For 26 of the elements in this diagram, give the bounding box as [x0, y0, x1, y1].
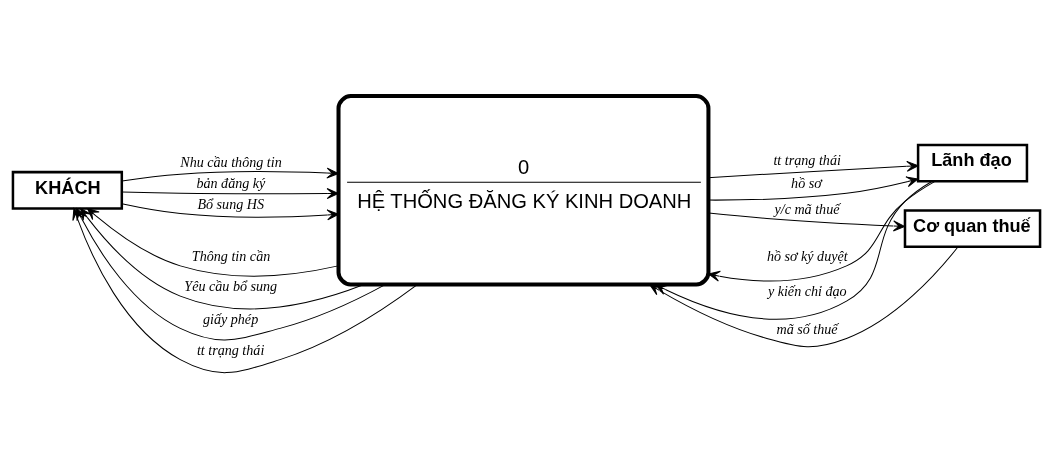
edge-label: hồ sơ — [791, 175, 822, 192]
edge-label: tt trạng thái — [196, 341, 265, 358]
arrow — [708, 176, 919, 201]
arrow — [649, 246, 959, 348]
edge-label: giấy phép — [202, 310, 259, 327]
node-box: 0 HỆ THỐNG ĐĂNG KÝ KINH DOANH — [336, 94, 711, 287]
arrow — [708, 212, 906, 232]
edge-label: hồ sơ ký duyệt — [766, 248, 848, 265]
edge-label: Yêu cầu bổ sung — [184, 278, 278, 295]
node-box: KHÁCH — [11, 170, 124, 210]
edge-label: Bổ sung HS — [197, 195, 265, 212]
arrow — [121, 203, 339, 221]
edge-label: y kiến chỉ đạo — [767, 283, 847, 300]
edge-label: Thông tin cần — [191, 248, 271, 265]
edge-label: tt trạng thái — [773, 152, 841, 169]
arrow — [86, 208, 339, 277]
node-box: Lãnh đạo — [916, 143, 1029, 183]
arrow — [121, 167, 339, 182]
arrow — [707, 160, 919, 179]
edge-label: bản đăng ký — [196, 175, 266, 192]
edge-label: Nhu cầu thông tin — [180, 154, 282, 171]
node-box: Cơ quan thuế — [903, 209, 1042, 248]
arrow — [121, 188, 339, 199]
arrow — [707, 180, 936, 282]
edge-label: mã số thuế — [776, 320, 838, 337]
edge-label: y/c mã thuế — [774, 200, 840, 217]
